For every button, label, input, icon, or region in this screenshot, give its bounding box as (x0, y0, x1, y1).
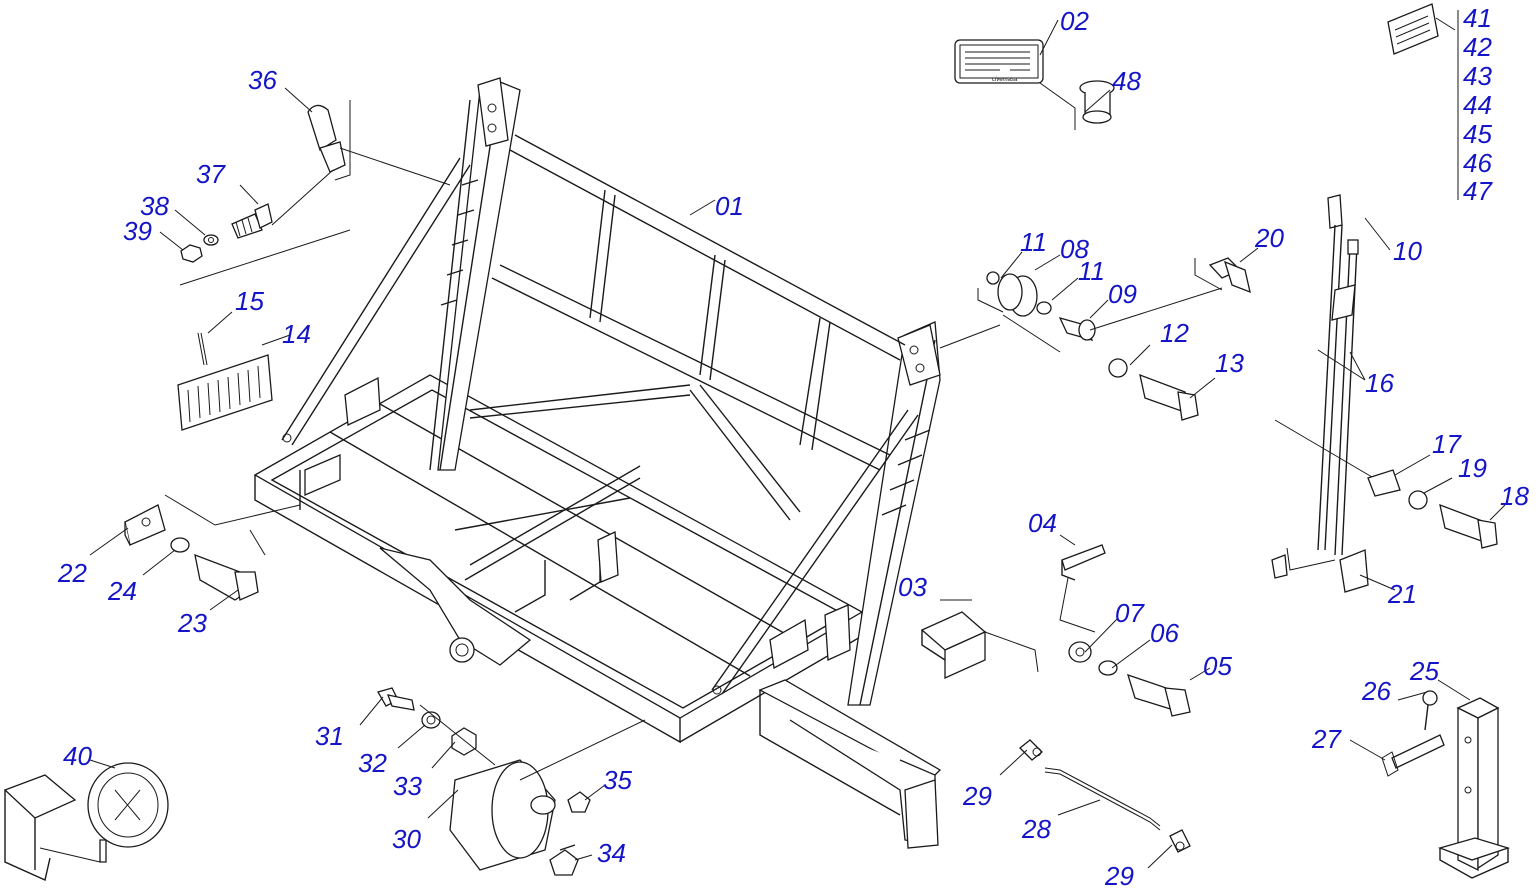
part-label-21: 21 (1387, 579, 1417, 609)
part-label-25: 25 (1409, 656, 1439, 686)
roller-08 (939, 271, 1223, 421)
part-label-19: 19 (1458, 453, 1487, 483)
part-label-03: 03 (898, 572, 927, 602)
part-label-29a: 29 (962, 781, 992, 811)
bracket-22 (124, 494, 301, 601)
part-label-42: 42 (1463, 32, 1492, 62)
part-label-40: 40 (63, 741, 92, 771)
part-label-15: 15 (235, 286, 264, 316)
part-label-17: 17 (1432, 429, 1462, 459)
part-label-10: 10 (1393, 236, 1422, 266)
part-label-20: 20 (1254, 223, 1284, 253)
part-label-05: 05 (1203, 651, 1232, 681)
part-label-26: 26 (1361, 676, 1391, 706)
bracket-04 (1059, 544, 1106, 633)
tank-assembly (377, 687, 646, 876)
grille-14 (177, 311, 273, 431)
part-label-47: 47 (1463, 176, 1493, 206)
part-label-09: 09 (1108, 279, 1137, 309)
part-labels: 01 02 03 04 05 06 07 08 09 10 11 11 12 1… (57, 3, 1529, 891)
leader-lines (89, 19, 1506, 869)
work-light-40 (3, 762, 169, 881)
nameplate-brand: civemasa (992, 77, 1018, 83)
part-label-36: 36 (248, 65, 277, 95)
part-label-13: 13 (1215, 348, 1244, 378)
part-label-27: 27 (1311, 724, 1342, 754)
part-label-41: 41 (1463, 3, 1492, 33)
part-label-08: 08 (1060, 234, 1089, 264)
part-label-23: 23 (177, 608, 207, 638)
part-label-28: 28 (1021, 814, 1051, 844)
part-label-44: 44 (1463, 90, 1492, 120)
part-label-18: 18 (1500, 481, 1529, 511)
part-label-48: 48 (1112, 66, 1141, 96)
part-label-22: 22 (57, 558, 87, 588)
main-frame (253, 77, 942, 849)
handle-assembly (179, 100, 451, 286)
part-label-04: 04 (1028, 508, 1057, 538)
part-label-30: 30 (392, 824, 421, 854)
jack-stand-25 (1381, 690, 1511, 879)
part-label-12: 12 (1160, 318, 1189, 348)
part-label-11a: 11 (1020, 227, 1047, 257)
part-label-34: 34 (597, 838, 626, 868)
part-label-35: 35 (603, 765, 632, 795)
decal-stack (1387, 3, 1459, 200)
part-label-45: 45 (1463, 119, 1492, 149)
part-label-06: 06 (1150, 618, 1179, 648)
spacer-48 (1079, 80, 1115, 124)
part-label-33: 33 (393, 771, 422, 801)
part-label-32: 32 (358, 748, 387, 778)
fitting-20 (1194, 257, 1251, 294)
hydraulic-assembly (1271, 194, 1498, 593)
part-label-24: 24 (107, 576, 137, 606)
part-label-39: 39 (123, 216, 152, 246)
part-label-31: 31 (315, 721, 344, 751)
part-label-46: 46 (1463, 148, 1492, 178)
part-label-38: 38 (140, 191, 169, 221)
cover-03 (920, 611, 1039, 680)
nameplate: civemasa (954, 39, 1076, 130)
part-label-11b: 11 (1078, 256, 1105, 286)
part-label-07: 07 (1115, 598, 1145, 628)
part-label-01: 01 (715, 191, 744, 221)
part-label-02: 02 (1060, 6, 1089, 36)
part-label-14: 14 (282, 319, 311, 349)
part-label-37: 37 (196, 159, 226, 189)
bolt-05 (1068, 641, 1191, 717)
part-label-29b: 29 (1104, 861, 1134, 888)
part-label-43: 43 (1463, 61, 1492, 91)
chain-28 (1019, 739, 1191, 853)
part-label-16: 16 (1365, 368, 1394, 398)
